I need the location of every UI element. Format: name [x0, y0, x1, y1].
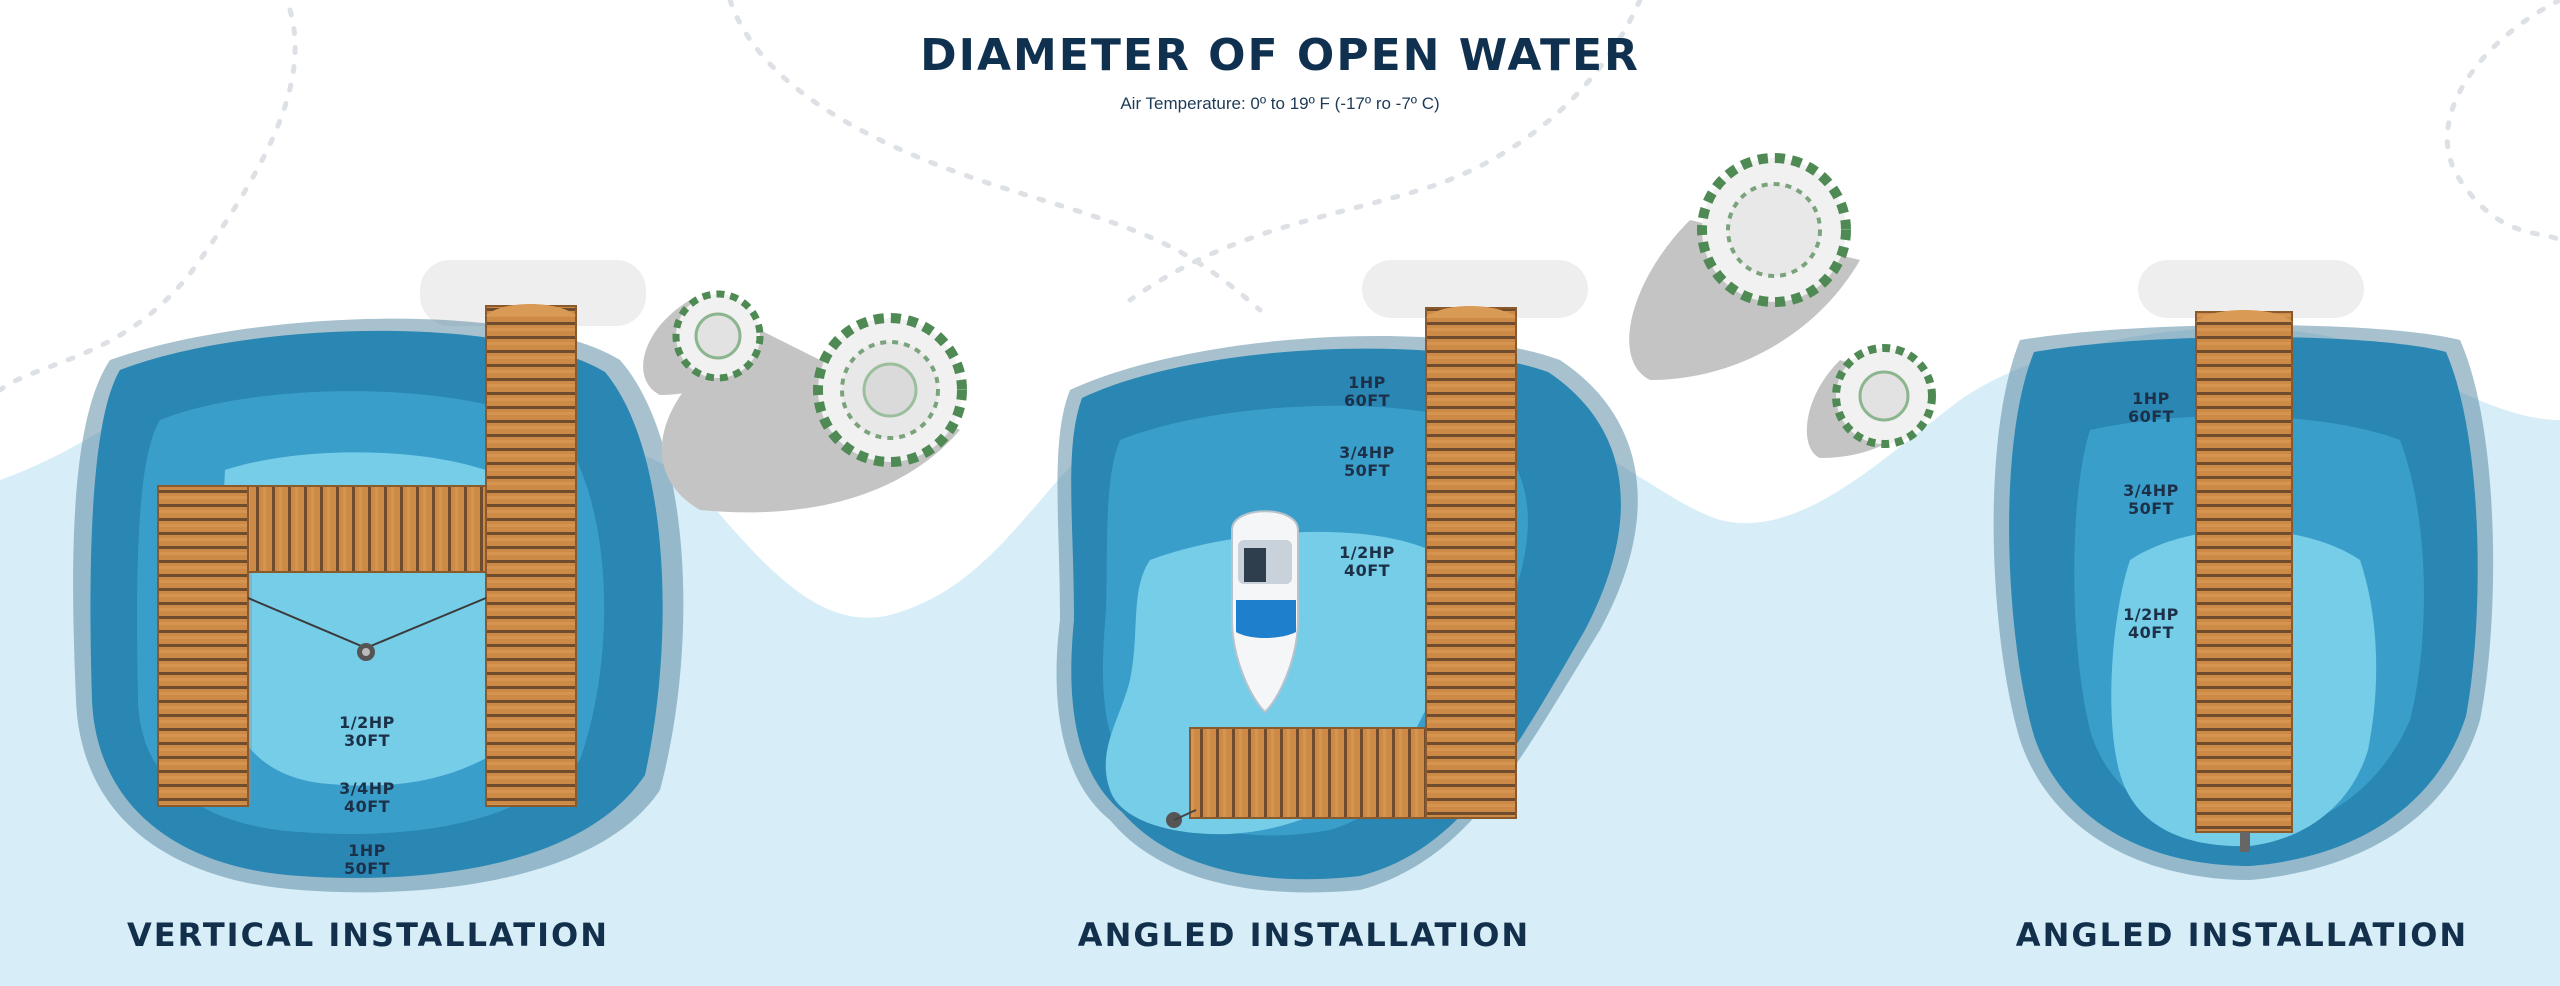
tree-icon: [643, 290, 764, 395]
footprint-trails: [0, 0, 2560, 393]
page-title: DIAMETER OF OPEN WATER: [920, 30, 1640, 81]
de-icer-unit: [2240, 832, 2250, 852]
caption-vertical-installation: VERTICAL INSTALLATION: [127, 916, 609, 954]
snow-shadows: [420, 260, 2364, 326]
air-temperature-subtitle: Air Temperature: 0º to 19º F (-17º ro -7…: [1120, 94, 1440, 113]
dock-straight: [2195, 310, 2293, 852]
caption-angled-installation: ANGLED INSTALLATION: [1077, 916, 1531, 954]
tree-icon: [1629, 153, 1860, 380]
tree-icon: [1806, 344, 1936, 458]
dock-u-shape: [157, 304, 577, 807]
boat-icon: [1231, 510, 1299, 714]
caption-angled-installation: ANGLED INSTALLATION: [2015, 916, 2469, 954]
dock-l-shape: [1166, 306, 1517, 828]
